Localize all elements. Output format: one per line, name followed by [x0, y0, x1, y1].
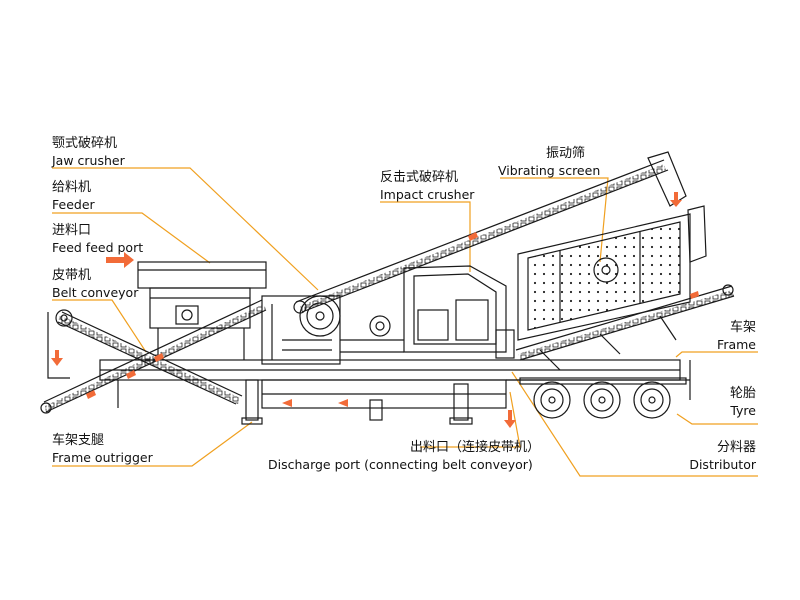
main-belt-arrow	[468, 232, 478, 241]
wheels	[519, 377, 687, 419]
jaw-crusher-label-en: Jaw crusher	[52, 153, 125, 168]
distributor-label-en: Distributor	[689, 457, 756, 472]
chassis-frame	[99, 359, 691, 409]
leader-jaw-crusher	[52, 167, 319, 291]
frame-belt-conveyor	[47, 309, 243, 405]
feeder-label-cn: 给料机	[52, 180, 92, 195]
frame-arrow-2	[338, 399, 348, 407]
feed-arrow	[106, 252, 134, 268]
down-arrow-screen	[670, 192, 682, 207]
down-arrow-discharge	[504, 410, 516, 428]
impact-crusher-label-en: Impact crusher	[380, 187, 475, 202]
distributor-label-cn: 分料器	[716, 440, 756, 455]
frame-arrow-1	[282, 399, 292, 407]
jaw-crusher-label-cn: 颚式破碎机	[52, 136, 118, 151]
frame-label-en: Frame	[717, 337, 756, 352]
jaw-crusher-body	[261, 295, 341, 365]
frame-outrigger-label-en: Frame outrigger	[52, 450, 153, 465]
leader-frame-outrigger	[52, 421, 253, 467]
leader-belt-conveyor	[52, 299, 147, 353]
leader-impact-crusher	[380, 201, 471, 272]
tyre-label-cn: 轮胎	[729, 386, 756, 401]
belt-arrow-1	[86, 390, 96, 399]
belt-arrow-3	[154, 353, 164, 362]
vibrating-screen-label-en: Vibrating screen	[498, 163, 601, 178]
feeder-hopper	[137, 261, 267, 360]
tyre-label-en: Tyre	[730, 403, 756, 418]
belt-conveyor-label-cn: 皮带机	[52, 268, 92, 283]
impact-crusher-label-cn: 反击式破碎机	[380, 170, 459, 185]
impact-crusher-body	[340, 265, 515, 359]
leader-feeder	[52, 212, 211, 264]
vibrating-screen-body	[517, 205, 707, 341]
leader-discharge-port	[420, 391, 521, 448]
belt-arrow-2	[126, 370, 136, 379]
feed-port-label-cn: 进料口	[52, 223, 92, 238]
feed-port-label-en: Feed feed port	[52, 240, 144, 255]
down-arrow-left	[51, 350, 63, 366]
leader-tyre	[676, 413, 758, 425]
belt-conveyor-label-en: Belt conveyor	[52, 285, 139, 300]
vibrating-screen-label-cn: 振动筛	[546, 146, 586, 161]
feeder-label-en: Feeder	[52, 197, 95, 212]
right-belt-arrow	[690, 291, 699, 299]
outriggers	[117, 379, 473, 425]
discharge-port-label-en: Discharge port (connecting belt conveyor…	[268, 457, 533, 472]
discharge-port-label-cn: 出料口（连接皮带机）	[410, 440, 541, 455]
leader-lines	[52, 167, 758, 477]
flow-arrows	[51, 192, 699, 428]
frame-label-cn: 车架	[729, 320, 756, 335]
frame-outrigger-label-cn: 车架支腿	[52, 433, 105, 448]
leader-frame	[675, 351, 758, 358]
